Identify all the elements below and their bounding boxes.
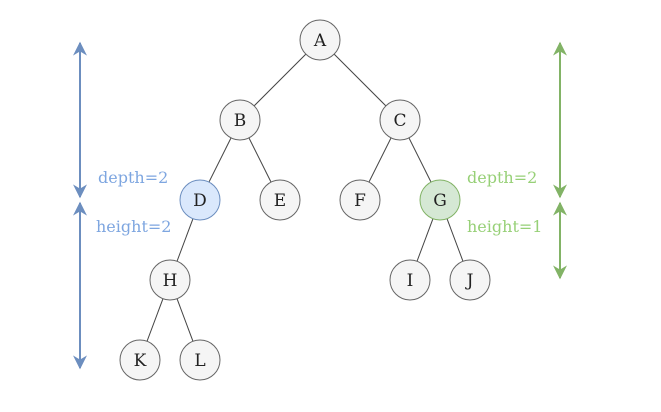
tree-node-k: K xyxy=(119,339,161,381)
node-circle xyxy=(179,179,221,221)
node-label: G xyxy=(433,191,447,211)
tree-node-i: I xyxy=(389,259,431,301)
node-label: F xyxy=(354,191,366,211)
tree-node-c: C xyxy=(379,99,421,141)
tree-node-e: E xyxy=(259,179,301,221)
node-circle xyxy=(449,259,491,301)
edge-h-k xyxy=(146,298,164,342)
node-circle xyxy=(119,339,161,381)
edge-g-i xyxy=(416,218,434,262)
tree-node-j: J xyxy=(449,259,491,301)
node-label: D xyxy=(193,191,207,211)
node-circle xyxy=(419,179,461,221)
edge-b-d xyxy=(208,137,232,183)
node-circle xyxy=(379,99,421,141)
edge-b-e xyxy=(248,137,272,183)
tree-node-f: F xyxy=(339,179,381,221)
right-depth-label: depth=2 xyxy=(467,168,537,187)
node-label: B xyxy=(234,111,247,131)
edge-d-h xyxy=(176,218,194,262)
edge-c-g xyxy=(408,137,432,183)
node-circle xyxy=(259,179,301,221)
tree-nodes: A B C D E F G H I J K L xyxy=(119,19,491,381)
edge-h-l xyxy=(176,298,194,342)
node-label: I xyxy=(407,271,414,291)
node-label: J xyxy=(465,271,474,291)
node-label: H xyxy=(163,271,178,291)
edge-a-b xyxy=(253,53,307,107)
tree-node-l: L xyxy=(179,339,221,381)
tree-node-a: A xyxy=(299,19,341,61)
edge-a-c xyxy=(333,53,387,107)
tree-node-h: H xyxy=(149,259,191,301)
tree-node-b: B xyxy=(219,99,261,141)
edge-c-f xyxy=(368,137,392,183)
left-depth-label: depth=2 xyxy=(98,168,168,187)
node-label: C xyxy=(393,111,406,131)
edge-g-j xyxy=(446,218,464,262)
tree-edges xyxy=(146,53,464,342)
node-circle xyxy=(389,259,431,301)
left-height-label: height=2 xyxy=(96,217,171,236)
node-circle xyxy=(179,339,221,381)
node-label: K xyxy=(134,351,147,371)
node-label: L xyxy=(194,351,205,371)
node-label: E xyxy=(274,191,286,211)
node-label: A xyxy=(313,31,327,51)
right-height-label: height=1 xyxy=(467,217,542,236)
tree-node-g: G xyxy=(419,179,461,221)
node-circle xyxy=(219,99,261,141)
node-circle xyxy=(149,259,191,301)
node-circle xyxy=(299,19,341,61)
node-circle xyxy=(339,179,381,221)
tree-node-d: D xyxy=(179,179,221,221)
